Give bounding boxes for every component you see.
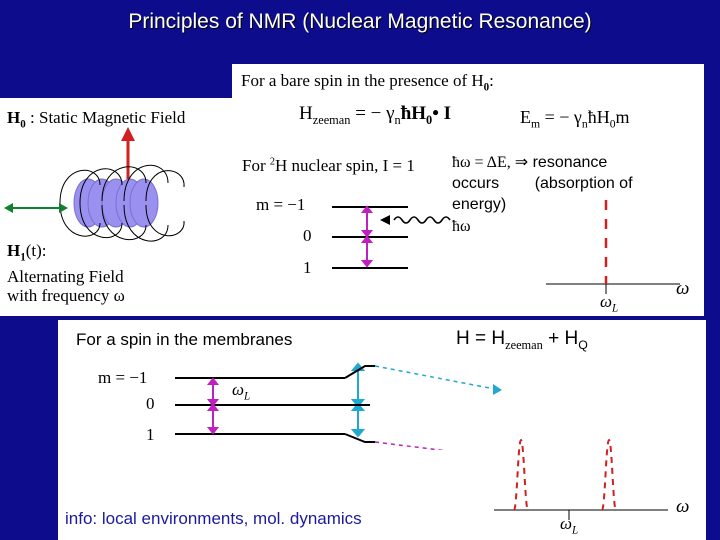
m-minus1-label: m = −1 — [256, 195, 306, 214]
spin-diagram — [4, 127, 185, 242]
zeeman-hamiltonian: Hzeeman = − γnħH0• I — [299, 103, 452, 127]
top-spectrum — [546, 200, 680, 294]
slide-title: Principles of NMR (Nuclear Magnetic Reso… — [128, 10, 592, 33]
resonance-text: ħω = ΔE, ⇒ resonance occurs (absorption … — [452, 154, 633, 213]
b-omega-l-label: ωL — [232, 380, 251, 403]
top-transitions — [360, 205, 451, 268]
info-text: info: local environments, mol. dynamics — [65, 509, 362, 528]
hw-label: ħω — [452, 218, 471, 235]
m-1-label: 1 — [303, 258, 312, 277]
level-m-1 — [332, 267, 408, 269]
h0-label: H0 : Static Magnetic Field — [7, 108, 186, 131]
b-m-1-label: 1 — [146, 425, 155, 444]
bottom-omega-axis: ω — [676, 496, 690, 517]
bottom-spectrum — [494, 438, 668, 520]
level-m-0 — [332, 236, 408, 238]
m-0-label: 0 — [303, 226, 312, 245]
top-panel — [232, 64, 704, 316]
b-m-0-label: 0 — [146, 394, 155, 413]
b-m-minus1-label: m = −1 — [98, 368, 148, 387]
top-omega-l-axis: ωL — [600, 292, 619, 315]
h0-arrow-head — [121, 127, 135, 141]
bare-spin-text: For a bare spin in the presence of H0: — [241, 71, 494, 94]
energy-levels-eq: Em = − γnħH0m — [520, 107, 630, 131]
top-omega-axis: ω — [676, 278, 690, 299]
bottom-levels — [175, 362, 502, 450]
right-doublet — [601, 438, 617, 511]
quadrupolar-hamiltonian: H = Hzeeman + HQ — [456, 328, 588, 352]
deuterium-text: For 2H nuclear spin, I = 1 — [242, 156, 415, 175]
bottom-omega-l-axis: ωL — [560, 514, 579, 537]
membranes-label: For a spin in the membranes — [76, 330, 293, 349]
left-doublet — [513, 438, 529, 511]
h1-label: H1(t): Alternating Field with frequency … — [7, 241, 125, 306]
bottom-panel — [58, 320, 706, 540]
level-m-minus1 — [332, 206, 408, 208]
